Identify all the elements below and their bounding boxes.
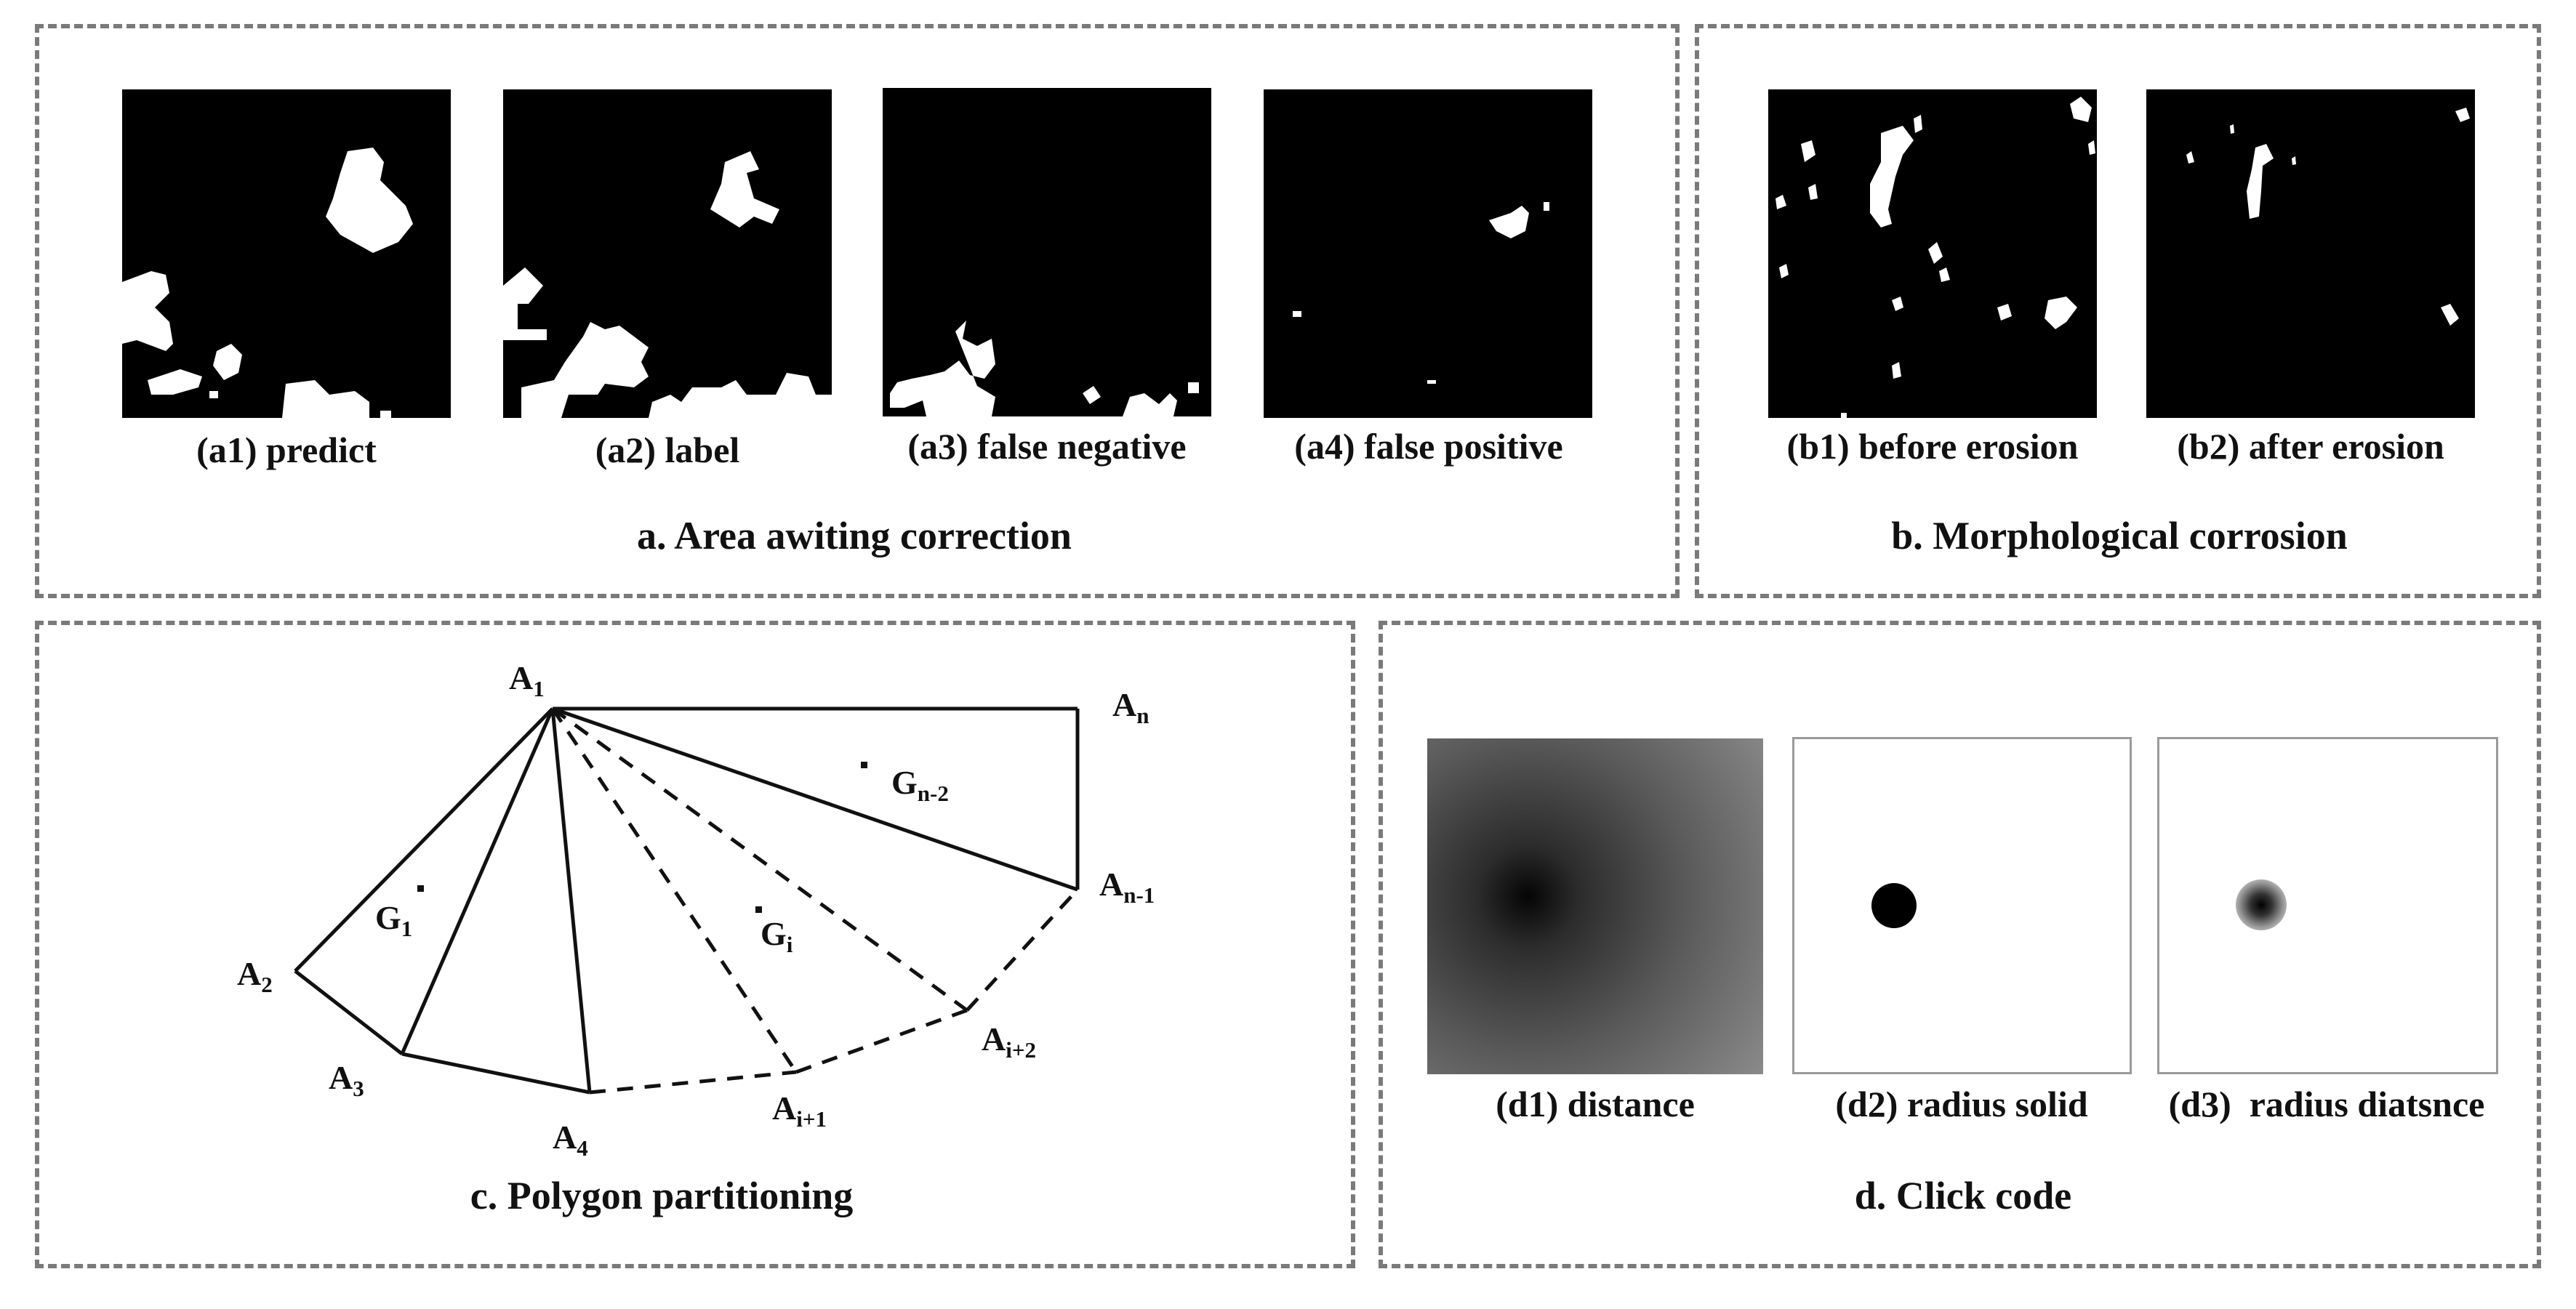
vertex-label-an-1: An-1 bbox=[1099, 866, 1155, 908]
after-erosion-image bbox=[2146, 89, 2475, 418]
vertex-label-a1: A1 bbox=[509, 659, 545, 701]
caption-b2: (b2) after erosion bbox=[2177, 426, 2444, 467]
panel-a-title: a. Area awiting correction bbox=[637, 514, 1072, 557]
caption-a1: (a1) predict bbox=[196, 430, 377, 470]
distance-map-image bbox=[1427, 738, 1763, 1074]
centroid-label-g1: G1 bbox=[375, 899, 412, 941]
predict-mask-image bbox=[122, 89, 451, 418]
caption-a4: (a4) false positive bbox=[1294, 426, 1563, 467]
panel-c-title: c. Polygon partitioning bbox=[470, 1174, 854, 1217]
panel-b-title: b. Morphological corrosion bbox=[1891, 514, 2348, 557]
panel-area-awaiting-correction bbox=[35, 24, 1680, 598]
vertex-label-an: An bbox=[1112, 686, 1149, 728]
caption-a3: (a3) false negative bbox=[907, 426, 1187, 467]
caption-d1: (d1) distance bbox=[1496, 1084, 1695, 1124]
click-point-gradient bbox=[2236, 879, 2287, 930]
panel-click-code bbox=[1379, 621, 2541, 1268]
vertex-label-a3: A3 bbox=[329, 1059, 364, 1101]
before-erosion-image bbox=[1768, 89, 2097, 418]
false-positive-mask-image bbox=[1264, 89, 1592, 418]
centroid-label-gn-2: Gn-2 bbox=[891, 764, 949, 806]
caption-b1: (b1) before erosion bbox=[1786, 426, 2079, 467]
caption-d2: (d2) radius solid bbox=[1835, 1084, 2088, 1124]
centroid-label-gi: Gi bbox=[761, 915, 793, 957]
radius-distance-image bbox=[2157, 737, 2498, 1074]
vertex-label-ai+1: Ai+1 bbox=[772, 1090, 827, 1132]
false-negative-mask-image bbox=[883, 88, 1211, 416]
click-point-solid bbox=[1871, 883, 1917, 928]
vertex-label-a4: A4 bbox=[553, 1119, 588, 1161]
radius-solid-image bbox=[1792, 737, 2132, 1074]
label-mask-image bbox=[503, 89, 832, 418]
vertex-label-a2: A2 bbox=[237, 955, 273, 997]
caption-d3: (d3) radius diatsnce bbox=[2168, 1084, 2485, 1124]
caption-a2: (a2) label bbox=[595, 430, 740, 470]
panel-d-title: d. Click code bbox=[1854, 1174, 2072, 1217]
vertex-label-ai+2: Ai+2 bbox=[982, 1020, 1036, 1063]
panel-morphological-corrosion bbox=[1695, 24, 2541, 598]
panel-polygon-partitioning bbox=[35, 621, 1355, 1268]
